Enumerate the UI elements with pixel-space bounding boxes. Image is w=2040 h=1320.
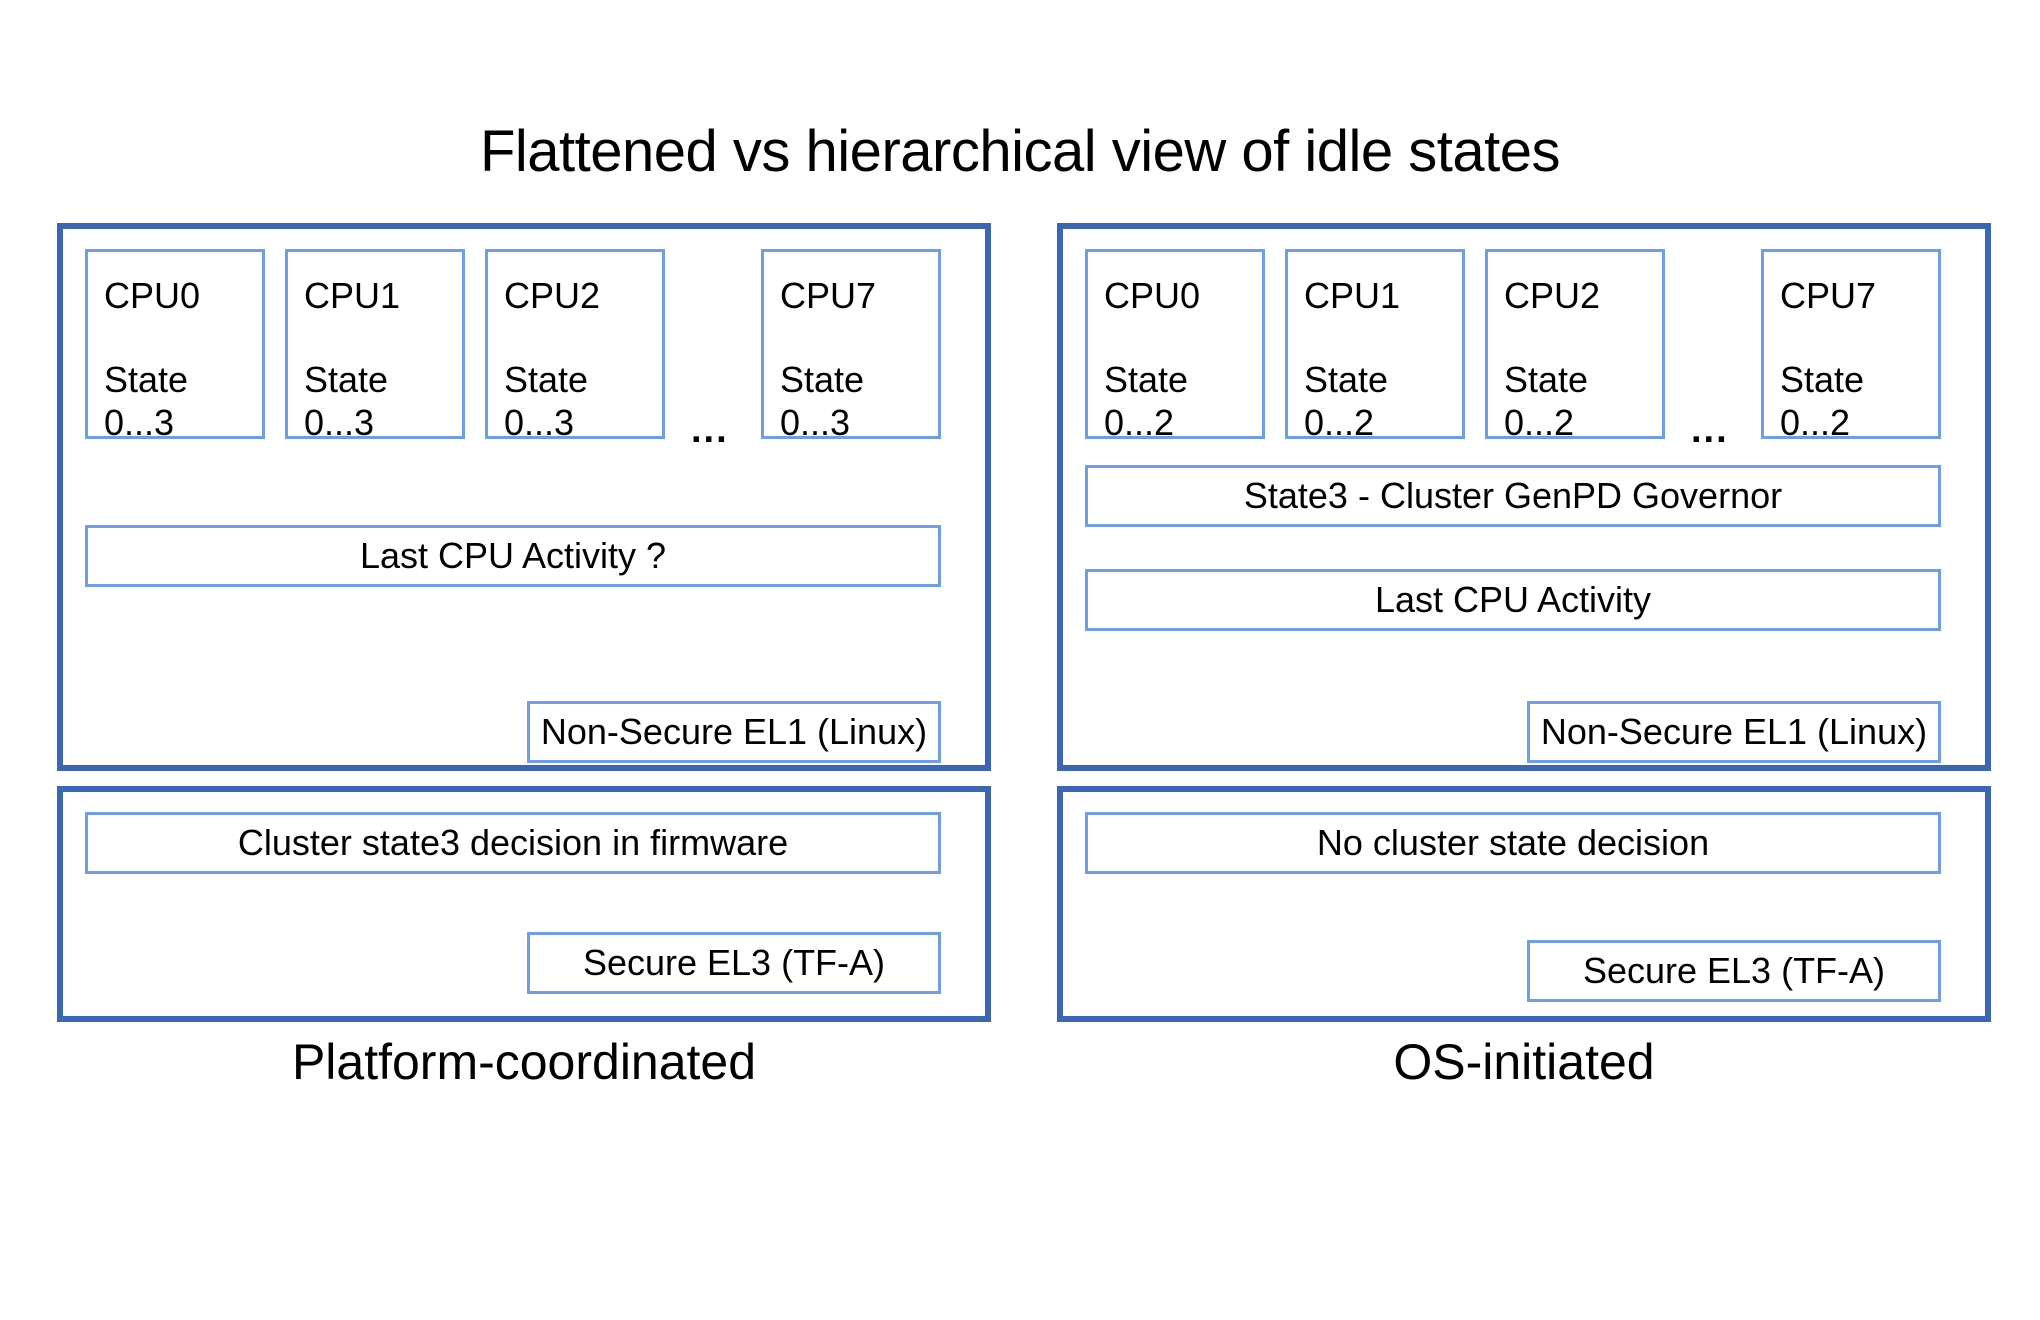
left-cpu-box-0: CPU0 State 0...3 [85,249,265,443]
right-last-cpu-activity-bar: Last CPU Activity [1085,569,1941,631]
right-cluster-governor-bar: State3 - Cluster GenPD Governor [1085,465,1941,527]
right-cpu-box-1: CPU1 State 0...2 [1285,249,1465,443]
left-cpu-label-2: CPU2 [504,275,601,316]
left-firmware-panel: Cluster state3 decision in firmware Secu… [57,786,991,1022]
right-cpu-state-2: State 0...2 [1504,359,1589,443]
right-cpu-box-2: CPU2 State 0...2 [1485,249,1665,443]
right-cluster-governor-label: State3 - Cluster GenPD Governor [1243,475,1783,516]
right-last-cpu-activity-label: Last CPU Activity [1374,579,1652,620]
left-cpu-label-0: CPU0 [104,275,201,316]
right-cpu-label-2: CPU2 [1504,275,1601,316]
right-firmware-decision-label: No cluster state decision [1316,822,1710,863]
right-cpu-label-0: CPU0 [1104,275,1201,316]
left-cpu-ellipsis: ... [691,409,729,451]
left-cpu-box-2: CPU2 State 0...3 [485,249,665,443]
left-last-cpu-activity-label: Last CPU Activity ? [359,535,667,576]
right-firmware-panel: No cluster state decision Secure EL3 (TF… [1057,786,1991,1022]
right-cpu-label-7: CPU7 [1780,275,1877,316]
left-cpu-box-7: CPU7 State 0...3 [761,249,941,443]
right-cpu-state-0: State 0...2 [1104,359,1189,443]
right-cpu-state-1: State 0...2 [1304,359,1389,443]
right-cpu-state-7: State 0...2 [1780,359,1865,443]
right-panel-caption: OS-initiated [1393,1034,1655,1090]
left-cpu-label-7: CPU7 [780,275,877,316]
right-cpu-ellipsis: ... [1691,409,1729,451]
right-os-panel: CPU0 State 0...2 CPU1 State 0...2 CPU2 S… [1057,223,1991,771]
left-cpu-state-2: State 0...3 [504,359,589,443]
left-last-cpu-activity-bar: Last CPU Activity ? [85,525,941,587]
left-secure-level-label: Secure EL3 (TF-A) [582,942,886,983]
left-panel-caption: Platform-coordinated [291,1034,757,1090]
left-cpu-box-1: CPU1 State 0...3 [285,249,465,443]
left-firmware-decision-label: Cluster state3 decision in firmware [237,822,789,863]
right-exception-level-box: Non-Secure EL1 (Linux) [1527,701,1941,763]
left-firmware-decision-bar: Cluster state3 decision in firmware [85,812,941,874]
right-secure-level-label: Secure EL3 (TF-A) [1582,950,1886,991]
right-cpu-box-0: CPU0 State 0...2 [1085,249,1265,443]
left-os-panel: CPU0 State 0...3 CPU1 State 0...3 CPU2 S… [57,223,991,771]
left-cpu-state-7: State 0...3 [780,359,865,443]
right-secure-level-box: Secure EL3 (TF-A) [1527,940,1941,1002]
left-secure-level-box: Secure EL3 (TF-A) [527,932,941,994]
left-cpu-state-1: State 0...3 [304,359,389,443]
left-cpu-state-0: State 0...3 [104,359,189,443]
left-cpu-label-1: CPU1 [304,275,401,316]
right-cpu-box-7: CPU7 State 0...2 [1761,249,1941,443]
right-firmware-decision-bar: No cluster state decision [1085,812,1941,874]
page-title: Flattened vs hierarchical view of idle s… [479,119,1561,184]
left-exception-level-label: Non-Secure EL1 (Linux) [540,711,928,752]
right-exception-level-label: Non-Secure EL1 (Linux) [1540,711,1928,752]
right-cpu-label-1: CPU1 [1304,275,1401,316]
left-exception-level-box: Non-Secure EL1 (Linux) [527,701,941,763]
